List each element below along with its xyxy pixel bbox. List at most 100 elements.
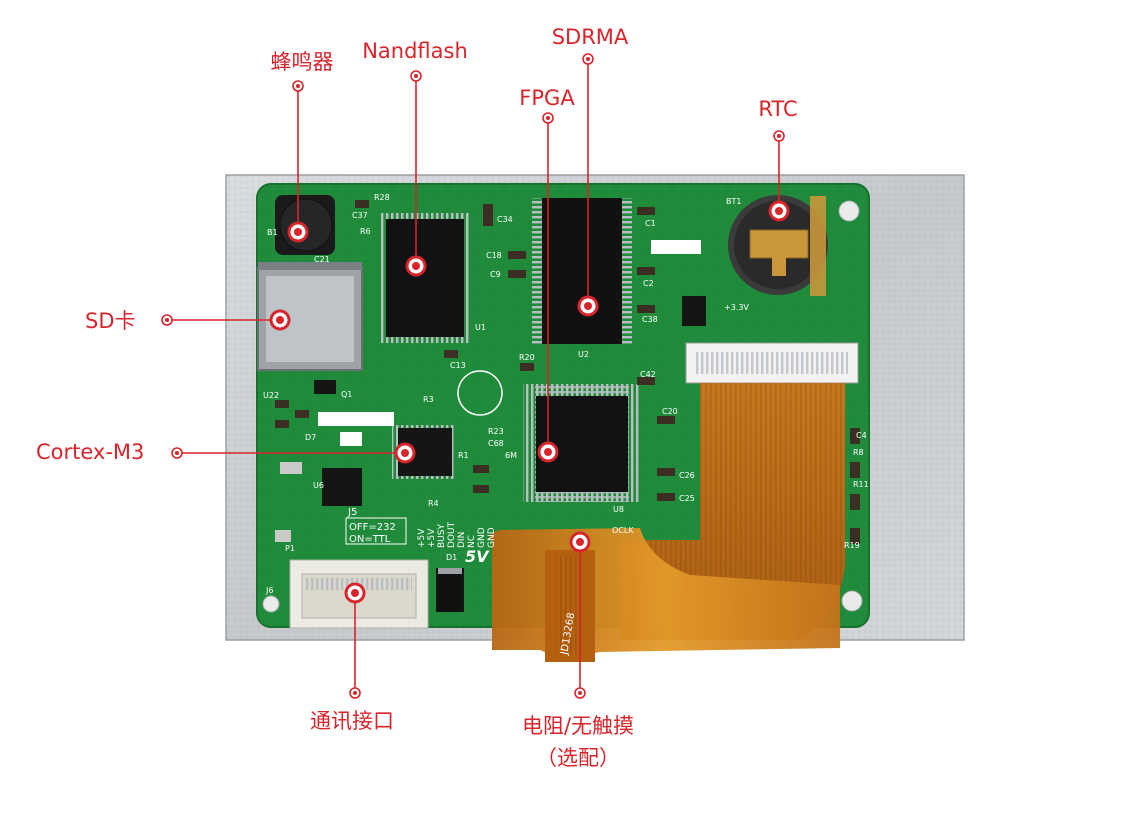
end-dot-cortex <box>171 447 183 459</box>
end-dot-fpga <box>542 112 554 124</box>
on-mode-label: ON=TTL <box>349 534 391 545</box>
callout-comm-port: 通讯接口 <box>310 709 394 733</box>
end-dot-buzzer <box>292 80 304 92</box>
v33-label: +3.3V <box>724 303 749 312</box>
marker-dot-nandflash <box>405 255 427 277</box>
ref-label: C21 <box>314 255 330 264</box>
ref-label: R23 <box>488 427 504 436</box>
ref-label: C13 <box>450 361 466 370</box>
pin-label: BUSY <box>437 524 447 548</box>
baud-label-box <box>318 412 394 426</box>
ref-label: U8 <box>613 505 624 514</box>
callout-touch-option: （选配） <box>536 746 620 770</box>
silkscreen: ON=9600Bps J4 J5 OFF=232 ON=TTL 5V CR122… <box>263 193 869 657</box>
pin-label: GND <box>487 527 497 548</box>
j4-label-box <box>340 432 362 446</box>
ref-label: C38 <box>642 315 658 324</box>
nandflash-chip <box>380 213 470 343</box>
ref-label: J6 <box>265 586 273 595</box>
end-dot-touch <box>574 687 586 699</box>
ref-label: C42 <box>640 370 656 379</box>
ref-label: C25 <box>679 494 695 503</box>
callout-touch: 电阻/无触摸 <box>521 714 635 738</box>
ref-label: U6 <box>313 481 324 490</box>
end-dot-sd <box>161 314 173 326</box>
ref-label: C1 <box>645 219 656 228</box>
ref-label: C37 <box>352 211 368 220</box>
callout-rtc: RTC <box>758 97 798 121</box>
marker-dot-comm <box>344 582 366 604</box>
comm-connector <box>289 559 429 629</box>
ref-label: 6M <box>505 451 517 460</box>
battery-label: CR1220 <box>653 243 696 254</box>
j5-label: J5 <box>347 507 357 518</box>
marker-dot-buzzer <box>287 221 309 243</box>
ref-label: OCLK <box>612 526 634 535</box>
ref-label: Q1 <box>341 390 352 399</box>
end-dot-rtc <box>773 130 785 142</box>
ref-label: C26 <box>679 471 695 480</box>
ref-label: B1 <box>267 228 278 237</box>
diode <box>438 568 462 612</box>
fpc-connector <box>685 342 859 384</box>
ref-label: R20 <box>519 353 535 362</box>
marker-dot-sd <box>269 309 291 331</box>
ref-label: C2 <box>643 279 654 288</box>
end-dot-sdram <box>582 53 594 65</box>
callout-nandflash: Nandflash <box>362 39 468 63</box>
rtc-battery-holder <box>728 195 828 296</box>
pin-label: DIN <box>457 532 467 548</box>
ref-designators: B1 R28 C37 R6 C21 C34 C18 C9 C1 C2 C38 R… <box>263 193 869 595</box>
pin-label: GND <box>477 527 487 548</box>
ref-label: U2 <box>578 350 589 359</box>
bt1-label: BT1 <box>726 197 741 206</box>
ref-label: R4 <box>428 499 439 508</box>
ref-label: C20 <box>662 407 678 416</box>
leader-lines <box>167 59 780 693</box>
marker-dot-sdram <box>577 295 599 317</box>
marker-dot-rtc <box>768 200 790 222</box>
off-mode-label: OFF=232 <box>349 522 396 533</box>
marker-dot-touch <box>569 531 591 553</box>
ref-label: R19 <box>844 541 860 550</box>
ref-label: R11 <box>853 480 869 489</box>
callout-fpga: FPGA <box>519 86 575 110</box>
marker-dot-cortex <box>394 442 416 464</box>
ref-label: U22 <box>263 391 279 400</box>
ref-label: U1 <box>475 323 486 332</box>
pin-label: +5V <box>427 528 437 548</box>
ref-label: C9 <box>490 270 501 279</box>
sdram-chip <box>532 198 632 344</box>
ref-label: C68 <box>488 439 504 448</box>
mode-box <box>345 517 407 545</box>
ref-label: R8 <box>853 448 864 457</box>
ref-label: D7 <box>305 433 316 442</box>
battery-label-box <box>651 240 701 254</box>
smd-passives <box>275 200 860 544</box>
baud-label: ON=9600Bps <box>321 415 389 426</box>
end-dot-nandflash <box>410 70 422 82</box>
callout-cortex-m3: Cortex-M3 <box>36 440 145 464</box>
touch-flex-cable <box>489 528 840 662</box>
ref-label: P1 <box>285 544 295 553</box>
callout-sdram: SDRMA <box>551 25 629 49</box>
pin-label: DOUT <box>447 521 457 548</box>
ref-label: R1 <box>458 451 469 460</box>
end-dot-comm <box>349 687 361 699</box>
callout-buzzer: 蜂鸣器 <box>270 50 334 74</box>
marker-dot-fpga <box>537 441 559 463</box>
ref-label: R3 <box>423 395 434 404</box>
crystal-outline <box>457 370 503 416</box>
markers <box>161 53 790 699</box>
ref-label: R6 <box>360 227 371 236</box>
fpga-chip <box>523 384 641 502</box>
pin-labels: +5V +5V BUSY DOUT DIN NC GND GND <box>417 521 497 548</box>
ref-label: C34 <box>497 215 513 224</box>
v5-label: 5V <box>465 547 490 566</box>
ref-label: C18 <box>486 251 502 260</box>
ref-label: D1 <box>446 553 457 562</box>
pin-label: NC <box>467 535 477 548</box>
ref-label: R28 <box>374 193 390 202</box>
